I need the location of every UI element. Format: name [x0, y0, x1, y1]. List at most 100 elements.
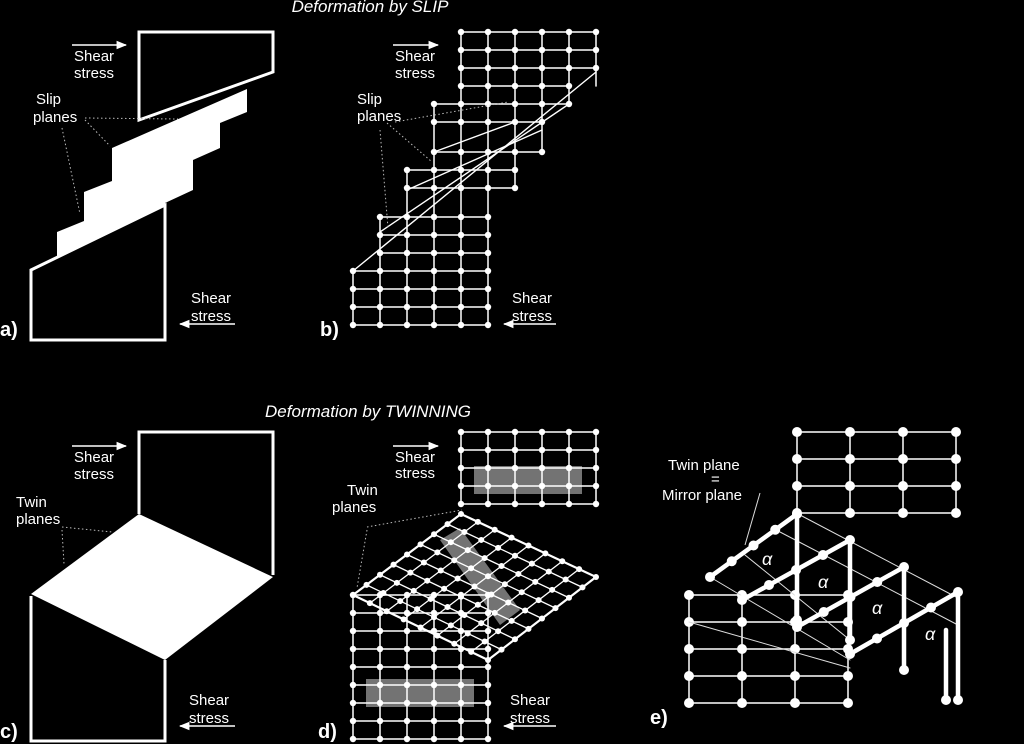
- slip-planes-label-2: planes: [357, 108, 401, 125]
- lattice-atom: [592, 28, 600, 36]
- lattice-atom: [790, 671, 800, 681]
- lattice-atom: [898, 427, 908, 437]
- lattice-atom: [505, 599, 512, 606]
- twin-plane: [351, 593, 490, 662]
- lattice-atom: [592, 428, 600, 436]
- lattice-atom: [565, 446, 573, 454]
- lattice-atom: [430, 735, 438, 743]
- lattice-atom: [951, 481, 961, 491]
- lattice-atom: [430, 717, 438, 725]
- lattice-atom: [484, 735, 492, 743]
- lattice-atom: [457, 446, 465, 454]
- twin-plane-leaders: [61, 526, 113, 565]
- lattice-atom: [420, 559, 427, 566]
- lattice-atom: [565, 482, 573, 490]
- lattice-atom: [427, 595, 434, 602]
- lattice-atom: [376, 735, 384, 743]
- lattice-atom: [447, 622, 454, 629]
- lattice-atom: [457, 500, 465, 508]
- lattice-atom: [843, 671, 853, 681]
- upper-block: [137, 30, 275, 123]
- lattice-atom: [737, 671, 747, 681]
- lattice-atom: [484, 46, 492, 54]
- lattice-atom: [430, 285, 438, 293]
- lattice-atom: [434, 549, 441, 556]
- panel-e: Twin plane = Mirror plane α α α α e): [650, 427, 963, 729]
- stress-label-bottom: stress: [512, 308, 552, 325]
- lattice-atom: [410, 587, 417, 594]
- lattice-atom: [951, 508, 961, 518]
- shear-label-top: Shear: [395, 48, 435, 65]
- lattice-atom: [511, 446, 519, 454]
- lattice-atom: [430, 681, 438, 689]
- lattice-atom: [511, 428, 519, 436]
- lattice-atom: [501, 581, 508, 588]
- lattice-atom: [792, 454, 802, 464]
- shear-label-bottom: Shear: [510, 692, 550, 709]
- lattice-atom: [845, 481, 855, 491]
- lattice-atom: [414, 606, 421, 613]
- lattice-atom: [457, 735, 465, 743]
- lattice-atom: [592, 482, 600, 490]
- lattice-atom: [403, 681, 411, 689]
- highlight-box: [474, 466, 582, 494]
- lattice-atom: [484, 464, 492, 472]
- lattice-atom: [538, 28, 546, 36]
- lattice-atom: [376, 645, 384, 653]
- twin-planes-label-1: Twin: [16, 494, 47, 511]
- lattice-atom: [495, 628, 502, 635]
- lattice-atom: [898, 454, 908, 464]
- lattice-atom: [538, 464, 546, 472]
- lattice-atom: [376, 303, 384, 311]
- lattice-atom: [457, 46, 465, 54]
- lattice-atom: [845, 635, 855, 645]
- lattice-atom: [818, 607, 829, 617]
- lattice-atom: [468, 565, 475, 572]
- lattice-atom: [431, 614, 437, 621]
- shear-label-top: Shear: [74, 48, 114, 65]
- mirror-line: [799, 514, 959, 599]
- lattice-atom: [376, 699, 384, 707]
- panel-c: Twin planes Shear stress Shear stress c): [0, 430, 275, 743]
- lattice-atom: [349, 681, 357, 689]
- shear-label-bottom: Shear: [189, 692, 229, 709]
- lattice-atom: [845, 427, 855, 437]
- lattice-atom: [926, 602, 936, 613]
- lower-block: [29, 596, 167, 743]
- lattice-atom: [484, 627, 492, 635]
- lattice-atom: [349, 627, 357, 635]
- slip-plane: [433, 121, 516, 153]
- lattice-atom: [737, 644, 747, 654]
- lattice-atom: [898, 508, 908, 518]
- lattice-atom: [684, 671, 694, 681]
- slip-planes-label-2: planes: [33, 109, 77, 126]
- twin-plane: [351, 512, 463, 597]
- lattice-atom: [349, 699, 357, 707]
- lattice-atom: [457, 663, 465, 671]
- lattice-atom: [511, 482, 519, 490]
- lattice-atom: [430, 303, 438, 311]
- lattice-atom: [484, 717, 492, 725]
- lattice-atom: [457, 717, 465, 725]
- lattice-atom: [484, 321, 492, 329]
- lattice-atom: [451, 557, 458, 564]
- panel-label-d: d): [318, 721, 337, 743]
- lattice-atom: [376, 681, 384, 689]
- lattice-atom: [792, 622, 802, 632]
- lattice-atom: [562, 576, 569, 583]
- lattice-atom: [538, 428, 546, 436]
- panel-label-b: b): [320, 319, 339, 341]
- lattice-atom: [592, 446, 600, 454]
- lattice-atom: [437, 567, 444, 574]
- lattice-atom: [899, 665, 909, 675]
- lattice-atom: [424, 577, 431, 584]
- lattice-atom: [538, 482, 546, 490]
- lattice-atom: [953, 695, 963, 705]
- mirror-line: [709, 576, 851, 661]
- lower-block: [29, 202, 167, 342]
- panel-d: Twin planes Shear stress Shear stress d): [318, 428, 600, 743]
- lattice-atom: [484, 28, 492, 36]
- stress-label-top: stress: [74, 466, 114, 483]
- lattice-atom: [748, 540, 759, 551]
- lattice-atom: [792, 481, 802, 491]
